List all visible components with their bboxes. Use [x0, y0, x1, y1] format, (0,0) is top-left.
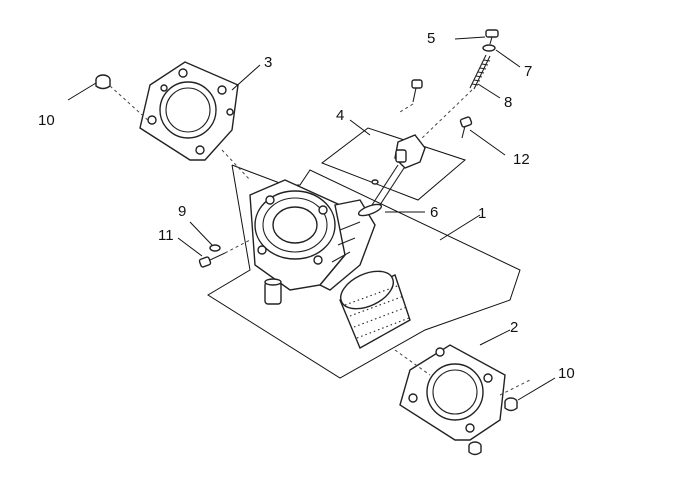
bolt-top: [485, 29, 499, 45]
callout-2: 2: [510, 319, 518, 336]
tensioner-group-outline: [320, 127, 467, 201]
chain-tensioner: [371, 134, 426, 209]
callout-5: 5: [427, 30, 435, 47]
bolt-right: [459, 116, 473, 139]
cylinder-head-gasket: [139, 61, 239, 161]
leader-lines: [67, 36, 556, 401]
callout-4: 4: [336, 107, 344, 124]
washer-top: [482, 44, 496, 52]
o-ring: [357, 203, 383, 217]
callout-12: 12: [513, 151, 530, 168]
bolt-upper: [399, 79, 423, 113]
callout-3: 3: [264, 54, 272, 71]
callout-10-right: 10: [558, 365, 575, 382]
callout-8: 8: [504, 94, 512, 111]
tensioner-spring: [419, 54, 491, 141]
bolt-left: [198, 239, 251, 268]
callout-11: 11: [158, 227, 174, 244]
callout-7: 7: [524, 63, 532, 80]
dowel-pin-right: [504, 397, 518, 412]
cylinder-block: [249, 179, 376, 305]
washer-left: [209, 244, 221, 252]
cylinder-base-gasket: [399, 344, 506, 441]
callout-6: 6: [430, 204, 438, 221]
callout-1: 1: [478, 205, 486, 222]
dowel-pin-bottom: [468, 441, 482, 456]
cylinder-sleeve: [339, 270, 411, 349]
assembly-lines: [221, 149, 531, 396]
callout-10-left: 10: [38, 112, 55, 129]
callout-9: 9: [178, 203, 186, 220]
dowel-pin-left: [95, 74, 151, 123]
